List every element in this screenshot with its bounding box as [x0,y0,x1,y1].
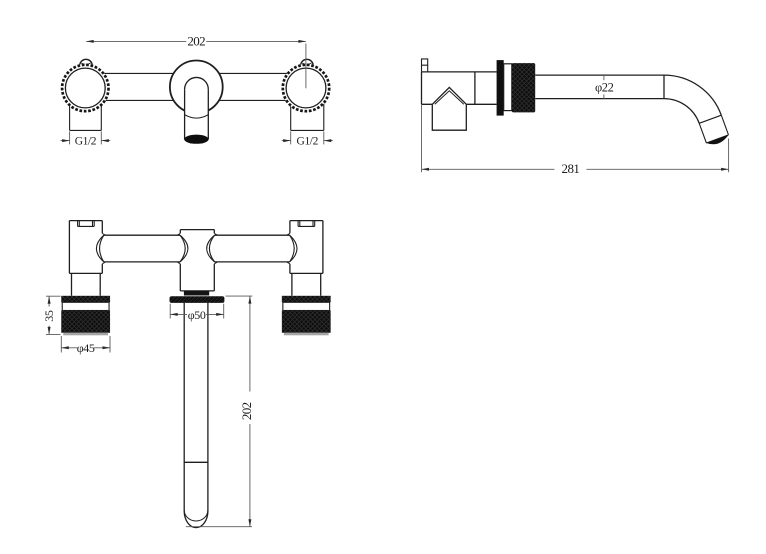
svg-text:G1/2: G1/2 [75,136,97,148]
svg-text:φ45: φ45 [77,341,95,355]
svg-text:φ50: φ50 [188,308,206,322]
svg-text:281: 281 [562,161,580,176]
svg-text:35: 35 [42,310,56,322]
svg-text:202: 202 [187,33,205,48]
svg-text:φ22: φ22 [595,80,614,94]
svg-text:G1/2: G1/2 [297,136,319,148]
svg-text:202: 202 [239,402,254,420]
